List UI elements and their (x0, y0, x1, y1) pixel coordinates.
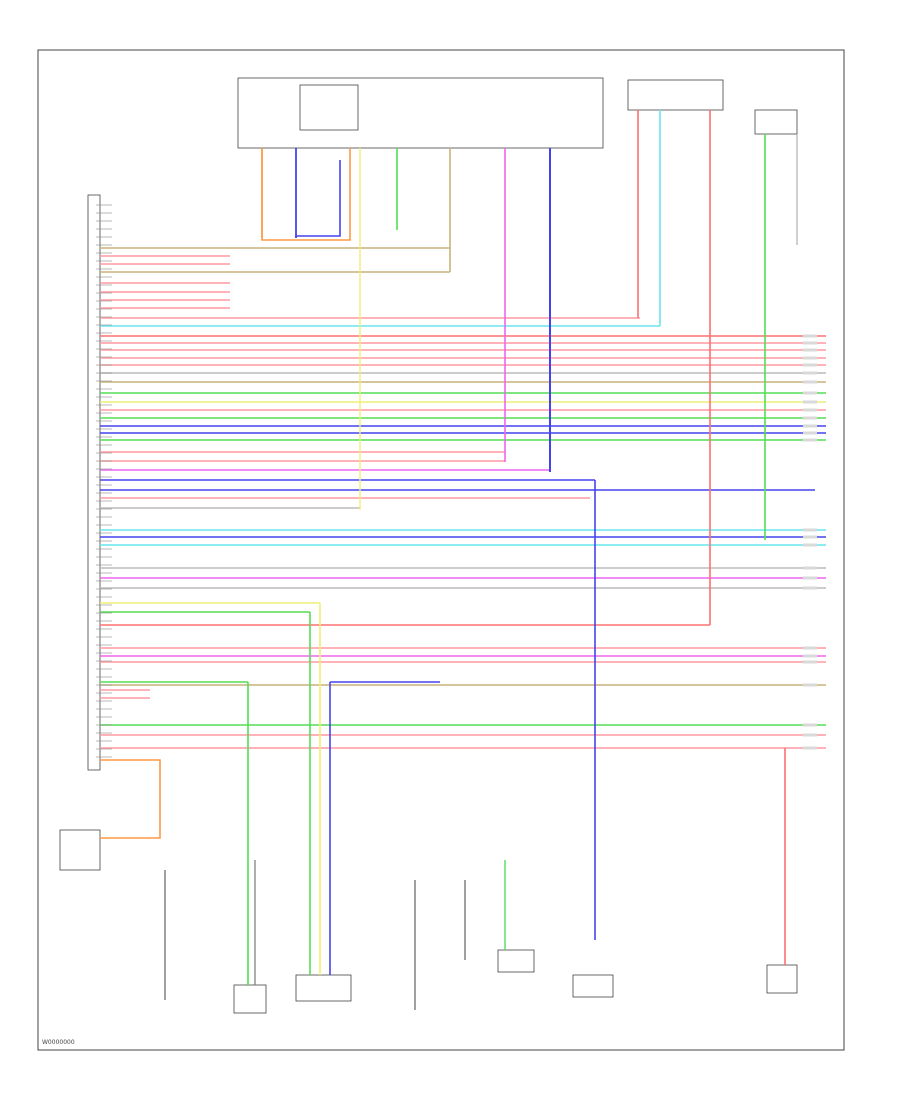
label-placeholder (803, 371, 817, 375)
combination-meter-connector (87, 194, 101, 771)
sensor-unit-a (497, 949, 535, 973)
ground-block-left (233, 984, 267, 1014)
label-placeholder (803, 586, 817, 590)
label-placeholder (803, 408, 817, 412)
label-placeholder (803, 438, 817, 442)
label-placeholder (803, 535, 817, 539)
label-placeholder (803, 576, 817, 580)
label-placeholder (803, 380, 817, 384)
label-placeholder (803, 400, 817, 404)
rear-switch (766, 964, 798, 994)
right-headlamp-unit (627, 79, 724, 111)
label-placeholder (803, 566, 817, 570)
loop-wire (261, 148, 351, 241)
label-placeholder (803, 391, 817, 395)
door-wire (100, 759, 161, 839)
fuse-relay-box (237, 77, 604, 149)
label-placeholder (803, 543, 817, 547)
left-headlamp-unit (754, 109, 798, 135)
label-placeholder (803, 733, 817, 737)
label-placeholder (803, 723, 817, 727)
label-placeholder (803, 334, 817, 338)
label-placeholder (803, 654, 817, 658)
door-switch-box (59, 829, 101, 871)
left-relay (299, 84, 359, 131)
label-placeholder (803, 646, 817, 650)
label-placeholder (803, 341, 817, 345)
label-placeholder (803, 356, 817, 360)
label-placeholder (803, 528, 817, 532)
label-placeholder (803, 348, 817, 352)
loop-wire (295, 160, 341, 238)
label-placeholder (803, 746, 817, 750)
sensor-unit-b (572, 974, 614, 998)
power-window-switch (295, 974, 352, 1002)
label-placeholder (803, 416, 817, 420)
label-placeholder (803, 431, 817, 435)
label-placeholder (803, 424, 817, 428)
label-group (803, 334, 817, 750)
label-placeholder (803, 683, 817, 687)
footer-code: W0000000 (42, 1039, 75, 1046)
diagram-frame (37, 49, 845, 1051)
label-placeholder (803, 363, 817, 367)
label-placeholder (803, 660, 817, 664)
wire-group (96, 110, 826, 1010)
